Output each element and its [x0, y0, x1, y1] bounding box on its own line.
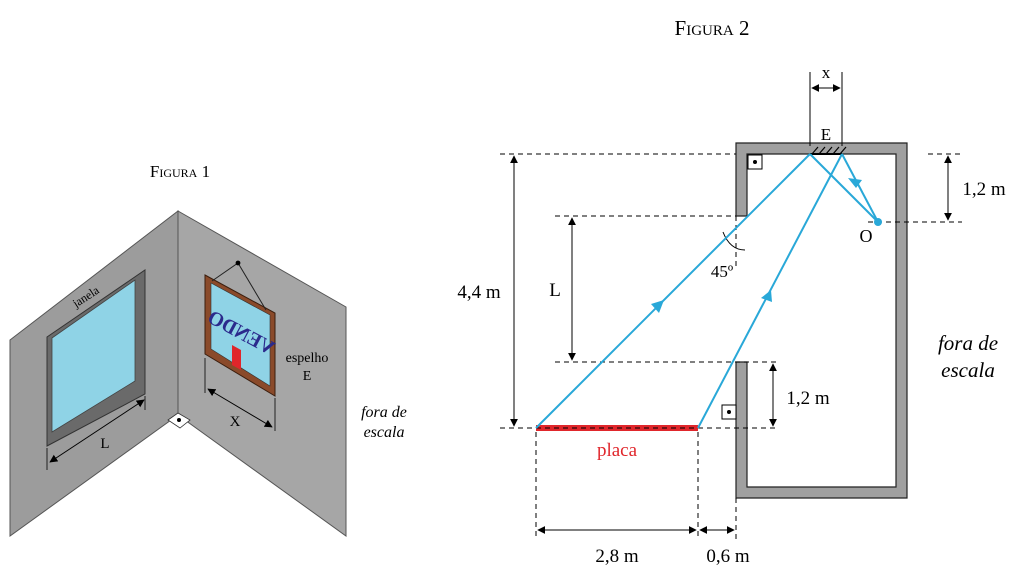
ray-right-reflected: [841, 153, 879, 223]
room-wall-upper: [735, 142, 908, 499]
mirror-label-line1: espelho: [286, 351, 329, 366]
right-angle-dot-bottom: [727, 410, 731, 414]
length-dimension-line: [49, 399, 145, 463]
figure2-scale-note-line2: escala: [941, 358, 995, 382]
mirror-width-label: x: [822, 63, 831, 82]
ray-left-incident: [535, 153, 811, 429]
mirror-label: E: [821, 125, 831, 144]
right-angle-dot-top: [753, 160, 757, 164]
ray-arrowheads: [651, 178, 862, 313]
corner-dot: [177, 418, 181, 422]
total-height-label: 4,4 m: [457, 282, 501, 303]
sign-width-label: 2,8 m: [595, 546, 639, 567]
width-label: X: [230, 414, 241, 430]
figure2-scale-note-line1: fora de: [938, 331, 998, 355]
width-dimension-line: [207, 388, 273, 428]
sign-label: placa: [597, 440, 638, 461]
length-label: L: [100, 436, 109, 452]
observer-label: O: [860, 226, 873, 246]
figure1-scale-note-line1: fora de: [361, 404, 407, 421]
figure2-title: Figura 2: [675, 16, 750, 40]
ray-left-reflected: [809, 153, 879, 223]
window-dimension-label: L: [549, 280, 561, 301]
dashed-guides: [500, 153, 962, 540]
mirror-label-line2: E: [303, 369, 312, 384]
figure-2: Figura 2 E x placa: [457, 16, 1006, 567]
mirror-nail: [235, 260, 241, 266]
lower-wall-label: 1,2 m: [786, 388, 830, 409]
observer-point: [874, 218, 882, 226]
mirror-glass: [210, 282, 271, 387]
figure1-title: Figura 1: [150, 162, 210, 181]
angle-arc: [722, 231, 746, 251]
mirror-red-strip: [232, 345, 241, 370]
gap-label: 0,6 m: [706, 546, 750, 567]
angle-label: 45º: [711, 262, 733, 281]
light-rays: [535, 153, 879, 429]
figure-1: Figura 1 janela L VENDO espelho E: [9, 162, 407, 537]
mirror-hatch: [811, 146, 847, 155]
figure1-scale-note-line2: escala: [364, 424, 405, 441]
top-right-label: 1,2 m: [962, 179, 1006, 200]
